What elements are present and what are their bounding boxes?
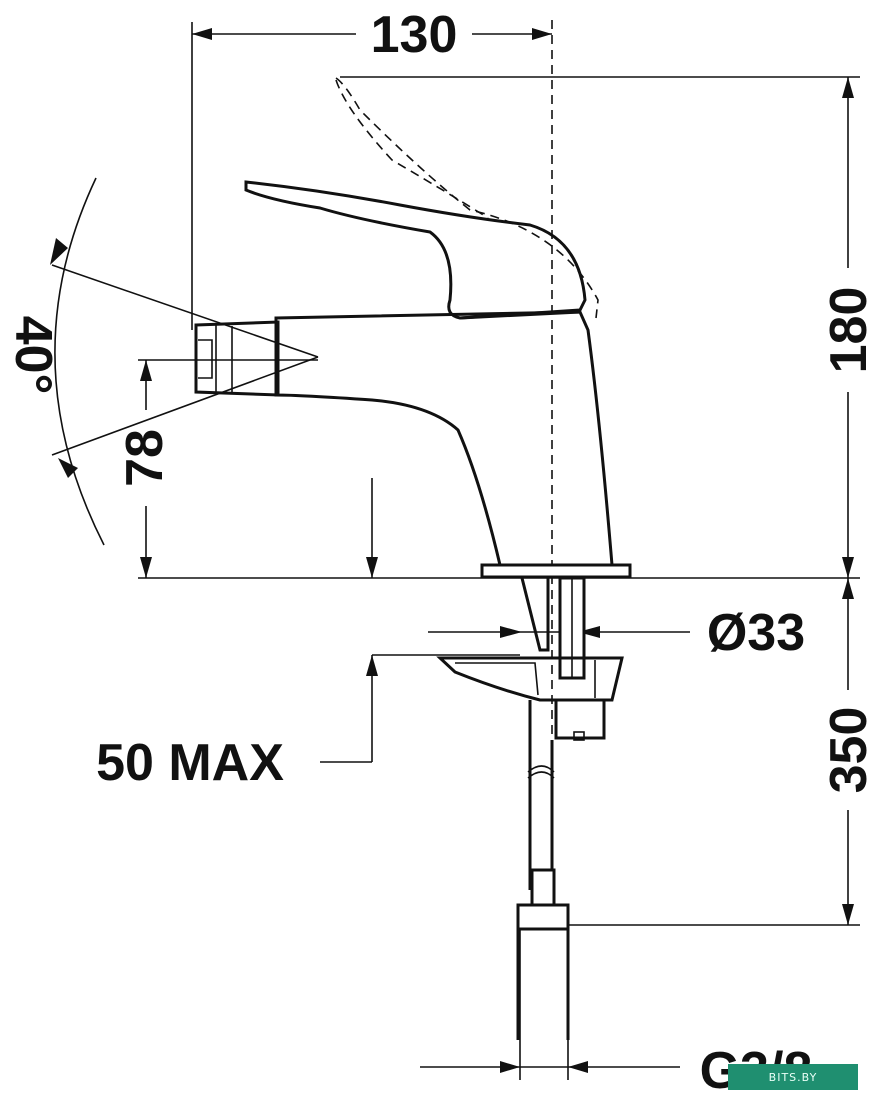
angle-label: 40° (4, 316, 62, 395)
watermark: BITS.BY (728, 1064, 858, 1090)
spout-height-label: 78 (116, 429, 174, 487)
hole-diameter-label: Ø33 (707, 604, 805, 662)
deck-thickness-label: 50 MAX (96, 734, 284, 792)
height-label: 180 (820, 287, 876, 374)
faucet-body (194, 77, 632, 1040)
width-label: 130 (371, 6, 458, 64)
dimension-lines (50, 20, 860, 1080)
hose-length-label: 350 (820, 707, 876, 794)
